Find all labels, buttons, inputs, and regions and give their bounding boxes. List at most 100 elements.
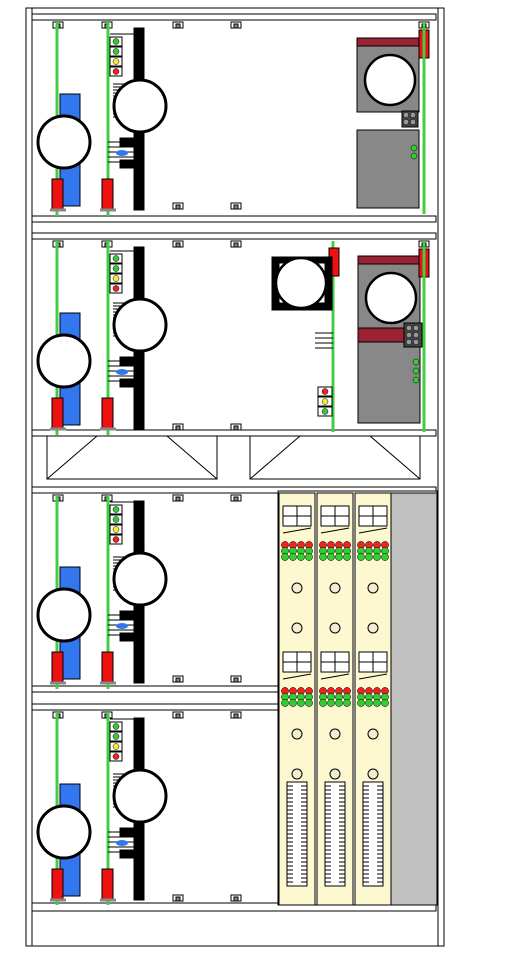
card-icon	[355, 493, 391, 905]
led-icon	[113, 59, 119, 65]
led-icon	[322, 409, 328, 415]
led-icon	[335, 553, 342, 560]
led-icon	[113, 39, 119, 45]
knob-icon	[292, 729, 302, 739]
card-rack	[278, 491, 437, 905]
led-icon	[413, 368, 419, 374]
led-icon	[297, 699, 304, 706]
vent-hole	[406, 332, 411, 337]
clip-screw	[234, 897, 238, 901]
reel-icon	[38, 116, 90, 168]
led-icon	[335, 699, 342, 706]
led-icon	[373, 553, 380, 560]
led-icon	[411, 145, 417, 151]
clip-screw	[176, 205, 180, 209]
led-icon	[113, 49, 119, 55]
shelf-bar	[32, 216, 436, 222]
fan-icon	[272, 257, 332, 310]
indicator-icon	[116, 369, 128, 375]
drive-top-band	[357, 38, 419, 46]
clip-screw	[234, 243, 238, 247]
vent-hole	[406, 339, 411, 344]
knob-icon	[330, 623, 340, 633]
right-post	[438, 8, 444, 946]
led-icon	[319, 553, 326, 560]
reel-icon	[114, 80, 166, 132]
led-icon	[113, 517, 119, 523]
clip-screw	[234, 24, 238, 28]
clip-screw	[234, 426, 238, 430]
vent-hole	[413, 339, 418, 344]
indicator-icon	[116, 623, 128, 629]
left-post	[26, 8, 32, 946]
drive-reel	[366, 273, 416, 323]
connector-icon	[52, 398, 63, 428]
led-icon	[357, 699, 364, 706]
led-icon	[357, 553, 364, 560]
vent-hole	[410, 119, 415, 124]
bracket	[120, 850, 140, 858]
led-icon	[113, 286, 119, 292]
led-icon	[305, 553, 312, 560]
bracket	[120, 633, 140, 641]
vent-hole	[413, 332, 418, 337]
chassis-unit	[38, 712, 166, 905]
led-icon	[319, 699, 326, 706]
clip-screw	[176, 678, 180, 682]
knob-icon	[330, 729, 340, 739]
clip-screw	[176, 497, 180, 501]
vent-hole	[413, 325, 418, 330]
led-icon	[113, 507, 119, 513]
connector-icon	[102, 179, 113, 209]
led-icon	[113, 537, 119, 543]
led-icon	[281, 699, 288, 706]
shelf-bar	[32, 233, 436, 239]
drive-reel	[365, 55, 415, 105]
led-icon	[343, 553, 350, 560]
drive-units	[272, 22, 429, 432]
knob-icon	[292, 583, 302, 593]
knob-icon	[330, 583, 340, 593]
bracket	[120, 160, 140, 168]
clip-screw	[176, 24, 180, 28]
reel-icon	[114, 299, 166, 351]
clip-screw	[234, 205, 238, 209]
connector-icon	[102, 398, 113, 428]
clip-screw	[234, 714, 238, 718]
blank-panel	[391, 493, 437, 905]
chassis-unit	[38, 495, 166, 689]
led-icon	[373, 699, 380, 706]
led-icon	[113, 276, 119, 282]
connector-icon	[102, 652, 113, 682]
led-icon	[113, 69, 119, 75]
led-icon	[113, 724, 119, 730]
led-icon	[327, 699, 334, 706]
led-icon	[411, 153, 417, 159]
led-icon	[113, 527, 119, 533]
clip-screw	[176, 426, 180, 430]
shelf-bar	[32, 430, 436, 436]
led-icon	[365, 699, 372, 706]
led-icon	[305, 699, 312, 706]
connector-icon	[102, 869, 113, 899]
clip-screw	[234, 497, 238, 501]
led-icon	[327, 553, 334, 560]
connector-icon	[52, 179, 63, 209]
knob-icon	[368, 623, 378, 633]
vent-hole	[403, 112, 408, 117]
shelf-bar	[32, 14, 436, 20]
led-icon	[413, 377, 419, 383]
led-icon	[297, 553, 304, 560]
clip-screw	[234, 678, 238, 682]
tray-row	[47, 436, 420, 479]
drive-top-band	[358, 256, 420, 264]
knob-icon	[368, 729, 378, 739]
knob-icon	[368, 769, 378, 779]
bracket	[120, 379, 140, 387]
indicator-icon	[116, 150, 128, 156]
indicator-icon	[116, 840, 128, 846]
led-icon	[281, 553, 288, 560]
reel-icon	[114, 553, 166, 605]
drive-body	[357, 130, 419, 208]
